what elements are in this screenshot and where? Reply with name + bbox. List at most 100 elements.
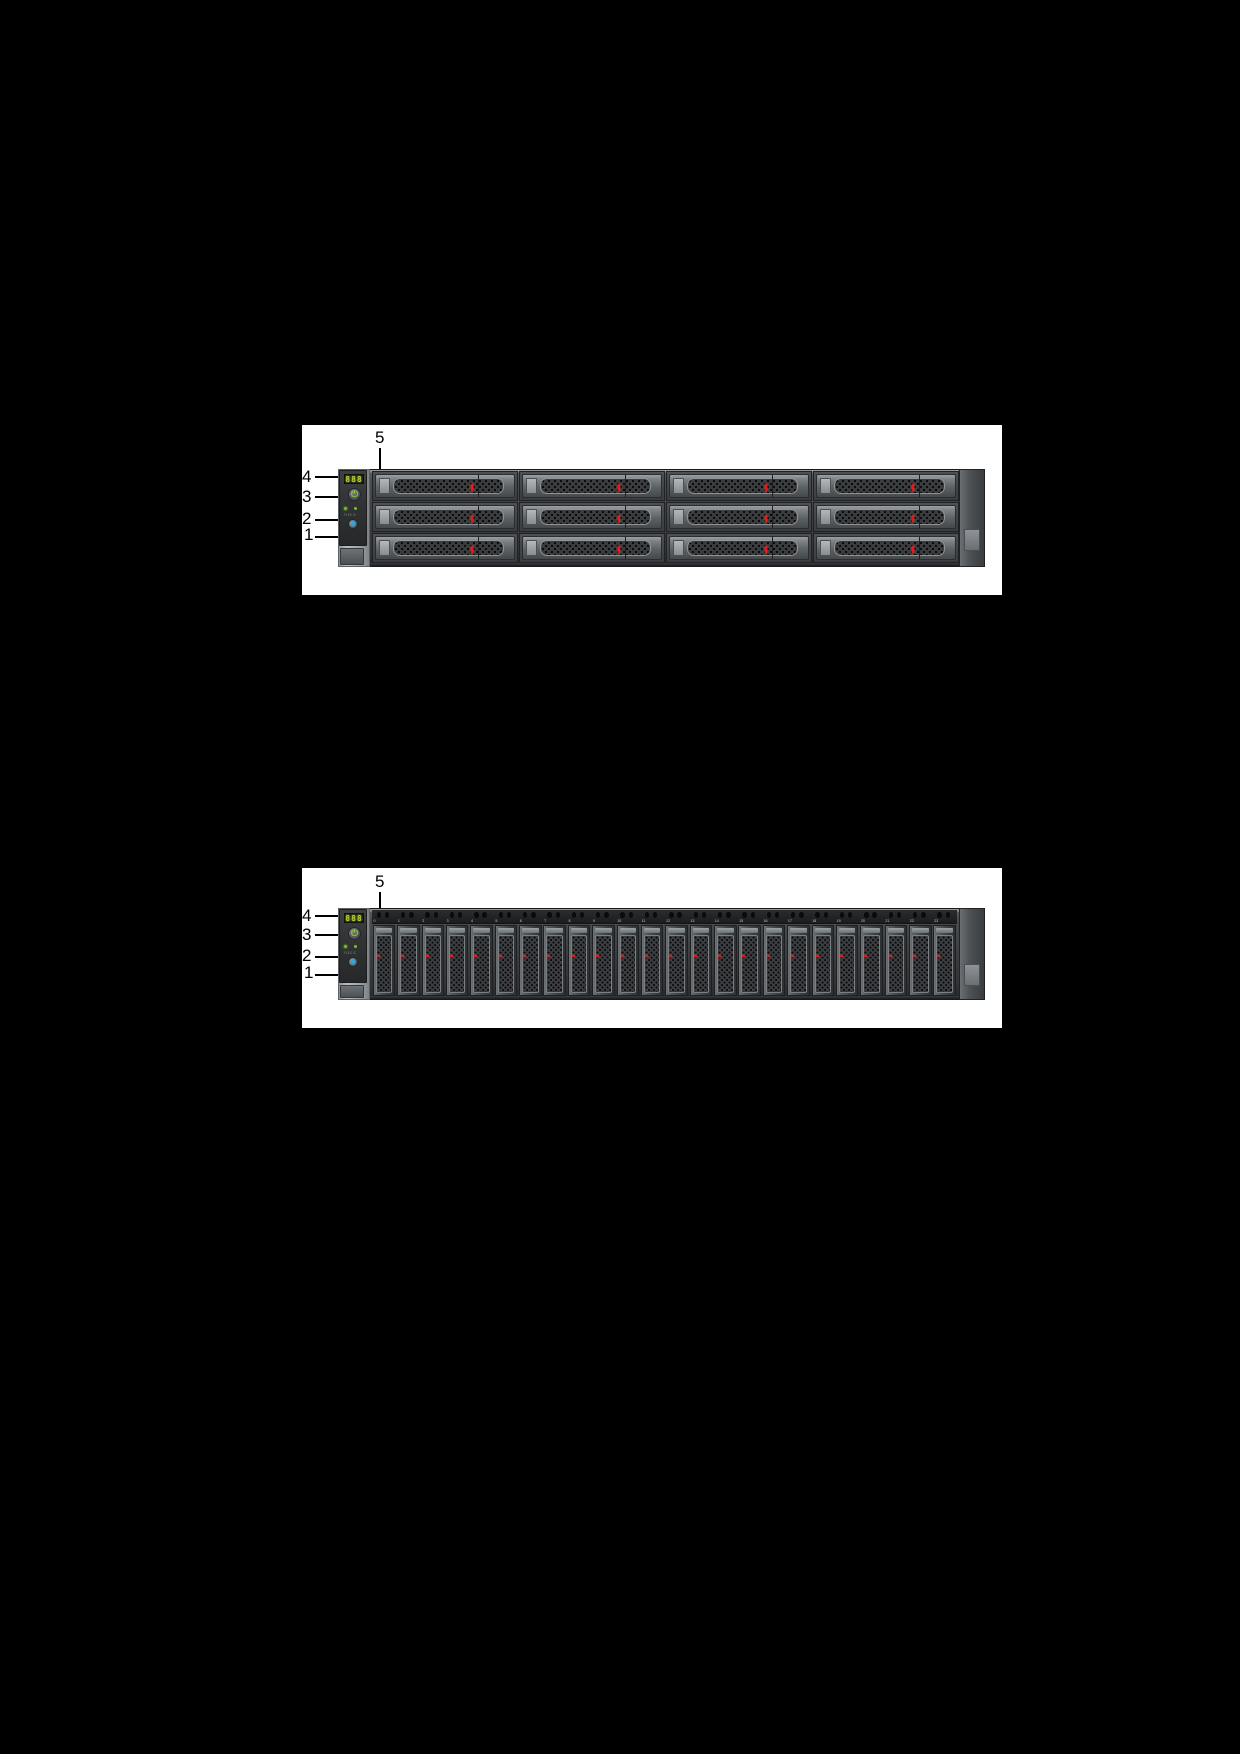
bay-group-r3c3[interactable] (666, 533, 812, 563)
drive-tray[interactable] (519, 925, 542, 996)
bay-vent-dot (791, 912, 796, 918)
tray-handle[interactable] (692, 928, 710, 933)
bay-group-r1c2[interactable] (519, 471, 665, 501)
tray-handle[interactable] (820, 509, 831, 525)
tray-handle[interactable] (814, 928, 832, 933)
drive-tray[interactable] (714, 925, 737, 996)
bay-number-label: 6 (519, 919, 522, 923)
bay-vent-dot (409, 912, 414, 918)
drive-tray[interactable] (372, 925, 396, 996)
drive-tray[interactable] (421, 925, 445, 996)
drive-tray[interactable] (816, 474, 956, 498)
bay-group-r3c4[interactable] (813, 533, 959, 563)
tray-handle[interactable] (448, 928, 466, 933)
drive-tray[interactable] (909, 925, 932, 996)
tray-handle[interactable] (820, 478, 831, 494)
drive-tray[interactable] (669, 536, 809, 560)
tray-handle[interactable] (838, 928, 856, 933)
drive-tray[interactable] (397, 925, 420, 996)
tray-divider (919, 506, 920, 528)
tray-handle[interactable] (424, 928, 442, 933)
bay-group-r2c1[interactable] (372, 502, 518, 532)
tray-handle[interactable] (526, 540, 537, 556)
drive-tray[interactable] (669, 474, 809, 498)
tray-handle[interactable] (668, 928, 685, 933)
drive-tray[interactable] (860, 925, 883, 996)
drive-tray[interactable] (689, 925, 713, 996)
tray-handle[interactable] (379, 509, 390, 525)
bay-group-r3c2[interactable] (519, 533, 665, 563)
tray-vent-mesh (522, 935, 539, 993)
system-id-button-fig1[interactable] (348, 519, 358, 529)
drive-tray[interactable] (522, 536, 662, 560)
tray-handle[interactable] (379, 540, 390, 556)
drive-tray[interactable] (640, 925, 664, 996)
tray-handle[interactable] (400, 928, 417, 933)
tray-vent-mesh (687, 509, 798, 525)
right-ear-tab-fig2[interactable] (964, 964, 980, 986)
drive-fault-led (471, 515, 473, 522)
bay-group-r2c3[interactable] (666, 502, 812, 532)
bay-vent-dot (921, 912, 926, 918)
power-button-fig2[interactable]: ⏻ (348, 927, 361, 940)
drive-tray[interactable] (669, 505, 809, 529)
bay-group-r3c1[interactable] (372, 533, 518, 563)
drive-tray[interactable] (470, 925, 493, 996)
drive-tray[interactable] (375, 505, 515, 529)
system-id-button-fig2[interactable] (348, 957, 358, 967)
tray-handle[interactable] (790, 928, 807, 933)
drive-tray[interactable] (816, 536, 956, 560)
tray-handle[interactable] (887, 928, 905, 933)
tray-handle[interactable] (595, 928, 612, 933)
tray-handle[interactable] (673, 478, 684, 494)
tray-handle[interactable] (673, 540, 684, 556)
drive-tray[interactable] (762, 925, 786, 996)
drive-tray[interactable] (738, 925, 761, 996)
tray-handle[interactable] (497, 928, 515, 933)
drive-tray[interactable] (816, 505, 956, 529)
tray-handle[interactable] (473, 928, 490, 933)
bay-group-r1c4[interactable] (813, 471, 959, 501)
tray-handle[interactable] (546, 928, 563, 933)
drive-tray[interactable] (811, 925, 835, 996)
tray-handle[interactable] (570, 928, 588, 933)
drive-tray[interactable] (616, 925, 640, 996)
power-button-fig1[interactable]: ⏻ (348, 488, 361, 501)
drive-tray[interactable] (665, 925, 688, 996)
drive-tray[interactable] (375, 474, 515, 498)
bay-group-r1c1[interactable] (372, 471, 518, 501)
tray-vent-mesh (834, 478, 945, 494)
drive-tray[interactable] (787, 925, 810, 996)
bay-group-r1c3[interactable] (666, 471, 812, 501)
tray-handle[interactable] (673, 509, 684, 525)
bay-vent-dot (628, 912, 634, 918)
right-ear-tab-fig1[interactable] (964, 529, 980, 551)
tray-handle[interactable] (643, 928, 661, 933)
bay-group-r2c2[interactable] (519, 502, 665, 532)
tray-handle[interactable] (936, 928, 953, 933)
drive-tray[interactable] (375, 536, 515, 560)
tray-handle[interactable] (375, 928, 393, 933)
tray-handle[interactable] (522, 928, 539, 933)
drive-tray[interactable] (884, 925, 908, 996)
bay-group-r2c4[interactable] (813, 502, 959, 532)
tray-handle[interactable] (379, 478, 390, 494)
tray-handle[interactable] (717, 928, 734, 933)
drive-tray[interactable] (835, 925, 859, 996)
tray-handle[interactable] (820, 540, 831, 556)
drive-tray[interactable] (933, 925, 956, 996)
tray-handle[interactable] (619, 928, 637, 933)
tray-handle[interactable] (912, 928, 929, 933)
tray-handle[interactable] (741, 928, 758, 933)
tray-handle[interactable] (765, 928, 783, 933)
drive-tray[interactable] (522, 505, 662, 529)
tray-handle[interactable] (526, 509, 537, 525)
drive-tray[interactable] (445, 925, 469, 996)
drive-tray[interactable] (522, 474, 662, 498)
drive-tray[interactable] (494, 925, 518, 996)
drive-tray[interactable] (592, 925, 615, 996)
drive-tray[interactable] (543, 925, 566, 996)
tray-handle[interactable] (526, 478, 537, 494)
tray-handle[interactable] (863, 928, 880, 933)
drive-tray[interactable] (567, 925, 591, 996)
